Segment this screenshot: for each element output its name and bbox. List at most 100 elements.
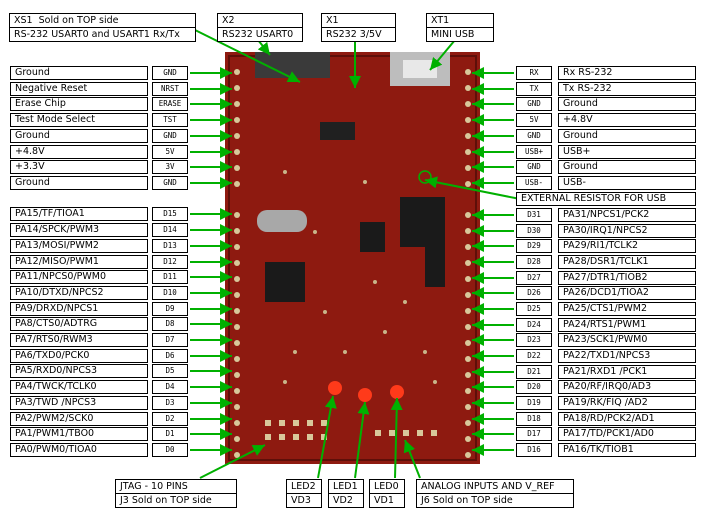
right-lower-label-15: PA16/TK/TIOB1: [558, 443, 696, 457]
right-lower-pin-8: D23: [516, 333, 552, 347]
left-upper-pin-1: NRST: [152, 82, 188, 96]
left-lower-label-2: PA13/MOSI/PWM2: [10, 239, 148, 253]
left-lower-pin-4: D11: [152, 270, 188, 284]
right-upper-pin-5: USB+: [516, 145, 552, 159]
xs1-ref: XS1: [14, 15, 33, 26]
arrow-led1: [354, 401, 370, 479]
led0-line1: LED0: [374, 481, 399, 492]
left-lower-pin-6: D9: [152, 302, 188, 316]
right-lower-pin-10: D21: [516, 365, 552, 379]
left-upper-pin-5: 5V: [152, 145, 188, 159]
left-lower-pin-10: D5: [152, 364, 188, 378]
arrow-jtag: [199, 444, 266, 479]
right-upper-pin-0: RX: [516, 66, 552, 80]
right-upper-label-0: Rx RS-232: [558, 66, 696, 80]
xs1-desc: Sold on TOP side: [38, 15, 119, 26]
xt1-sub: MINI USB: [427, 27, 493, 41]
left-lower-label-8: PA7/RTS0/RWM3: [10, 333, 148, 347]
left-upper-label-5: +4.8V: [10, 145, 148, 159]
left-lower-pin-11: D4: [152, 380, 188, 394]
right-lower-label-6: PA25/CTS1/PWM2: [558, 302, 696, 316]
left-lower-label-14: PA1/PWM1/TBO0: [10, 427, 148, 441]
right-upper-pin-3: 5V: [516, 113, 552, 127]
right-upper-label-2: Ground: [558, 97, 696, 111]
left-lower-label-15: PA0/PWM0/TIOA0: [10, 443, 148, 457]
right-lower-pin-2: D29: [516, 239, 552, 253]
right-upper-label-3: +4.8V: [558, 113, 696, 127]
right-lower-pin-13: D18: [516, 412, 552, 426]
right-lower-pin-1: D30: [516, 224, 552, 238]
arrow-x2: [257, 39, 271, 56]
arrow-led2: [317, 395, 337, 479]
jtag-line1: JTAG - 10 PINS: [120, 481, 188, 492]
x1-ref: X1: [326, 15, 339, 26]
left-lower-pin-5: D10: [152, 286, 188, 300]
xs1-label: XS1 Sold on TOP side RS-232 USART0 and U…: [9, 13, 196, 42]
right-lower-label-9: PA22/TXD1/NPCS3: [558, 349, 696, 363]
right-upper-label-6: Ground: [558, 160, 696, 174]
xt1-ref: XT1: [431, 15, 450, 26]
arrow-led0: [390, 397, 403, 479]
right-lower-pin-14: D17: [516, 427, 552, 441]
left-upper-label-7: Ground: [10, 176, 148, 190]
right-lower-pin-6: D25: [516, 302, 552, 316]
right-upper-label-1: Tx RS-232: [558, 82, 696, 96]
led1-line1: LED1: [333, 481, 358, 492]
xt1-label: XT1 MINI USB: [426, 13, 494, 42]
right-lower-label-10: PA21/RXD1 /PCK1: [558, 365, 696, 379]
led2-label: LED2 VD3: [286, 479, 322, 508]
left-lower-label-11: PA4/TWCK/TCLK0: [10, 380, 148, 394]
led1-label: LED1 VD2: [328, 479, 364, 508]
right-upper-label-7: USB-: [558, 176, 696, 190]
led0-label: LED0 VD1: [369, 479, 405, 508]
pcb-board: [225, 52, 480, 464]
right-lower-label-13: PA18/RD/PCK2/AD1: [558, 412, 696, 426]
jtag-line2: J3 Sold on TOP side: [116, 493, 236, 507]
led1-line2: VD2: [329, 493, 363, 507]
left-lower-label-12: PA3/TWD /NPCS3: [10, 396, 148, 410]
right-upper-label-4: Ground: [558, 129, 696, 143]
left-lower-pin-12: D3: [152, 396, 188, 410]
left-lower-label-4: PA11/NPCS0/PWM0: [10, 270, 148, 284]
left-upper-pin-2: ERASE: [152, 97, 188, 111]
left-lower-label-5: PA10/DTXD/NPCS2: [10, 286, 148, 300]
arrow-analog: [403, 439, 421, 479]
left-lower-pin-13: D2: [152, 412, 188, 426]
right-lower-pin-9: D22: [516, 349, 552, 363]
left-upper-pin-4: GND: [152, 129, 188, 143]
left-lower-pin-0: D15: [152, 207, 188, 221]
left-lower-pin-1: D14: [152, 223, 188, 237]
right-lower-pin-12: D19: [516, 396, 552, 410]
left-lower-pin-14: D1: [152, 427, 188, 441]
left-upper-label-1: Negative Reset: [10, 82, 148, 96]
right-lower-label-3: PA28/DSR1/TCLK1: [558, 255, 696, 269]
left-lower-pin-3: D12: [152, 255, 188, 269]
left-lower-label-1: PA14/SPCK/PWM3: [10, 223, 148, 237]
left-lower-label-10: PA5/RXD0/NPCS3: [10, 364, 148, 378]
right-lower-pin-4: D27: [516, 271, 552, 285]
right-lower-label-5: PA26/DCD1/TIOA2: [558, 286, 696, 300]
x1-label: X1 RS232 3/5V: [321, 13, 396, 42]
jtag-label: JTAG - 10 PINS J3 Sold on TOP side: [115, 479, 237, 508]
right-lower-label-11: PA20/RF/IRQ0/AD3: [558, 380, 696, 394]
xs1-sub: RS-232 USART0 and USART1 Rx/Tx: [10, 27, 195, 41]
left-lower-label-7: PA8/CTS0/ADTRG: [10, 317, 148, 331]
right-lower-pin-0: D31: [516, 208, 552, 222]
right-lower-label-7: PA24/RTS1/PWM1: [558, 318, 696, 332]
left-lower-pin-7: D8: [152, 317, 188, 331]
right-lower-label-14: PA17/TD/PCK1/AD0: [558, 427, 696, 441]
left-lower-label-13: PA2/PWM2/SCK0: [10, 412, 148, 426]
left-upper-pin-7: GND: [152, 176, 188, 190]
right-lower-pin-11: D20: [516, 380, 552, 394]
left-lower-pin-9: D6: [152, 349, 188, 363]
right-upper-pin-4: GND: [516, 129, 552, 143]
x1-sub: RS232 3/5V: [322, 27, 395, 41]
right-lower-pin-15: D16: [516, 443, 552, 457]
left-lower-label-0: PA15/TF/TIOA1: [10, 207, 148, 221]
left-upper-pin-0: GND: [152, 66, 188, 80]
left-lower-label-9: PA6/TXD0/PCK0: [10, 349, 148, 363]
analog-line2: J6 Sold on TOP side: [417, 493, 573, 507]
right-lower-label-12: PA19/RK/FIQ /AD2: [558, 396, 696, 410]
right-lower-pin-5: D26: [516, 286, 552, 300]
right-lower-label-1: PA30/IRQ1/NPCS2: [558, 224, 696, 238]
